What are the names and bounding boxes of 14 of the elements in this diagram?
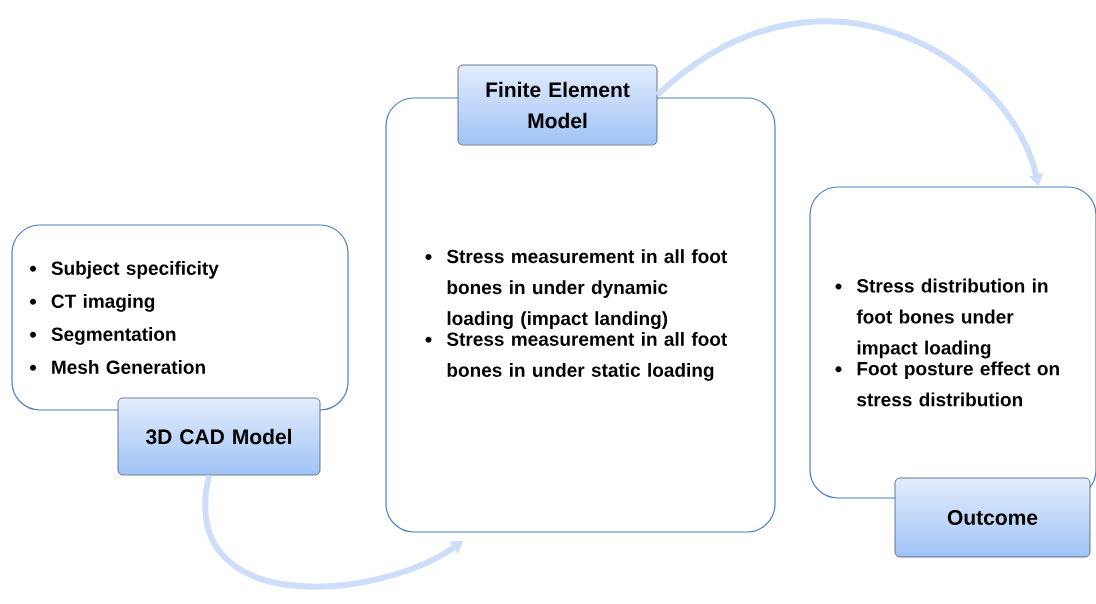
bullet-item: Foot posture effect on stress distribution [835, 361, 1059, 407]
title-tab: 3D CAD Model [117, 397, 321, 476]
bullet-item: Stress measurement in all foot bones in under static loading [425, 332, 727, 381]
title-tab: Finite Element Model [457, 64, 658, 146]
text-panel [809, 186, 1096, 499]
bullet-item: Stress distribution in foot bones under impact loading [835, 278, 1048, 359]
title-tab: Outcome [894, 477, 1091, 558]
text-panel [385, 97, 776, 533]
bullet-item: Segmentation [30, 327, 176, 345]
text-panel [11, 224, 349, 411]
bullet-item: Subject specificity [30, 261, 219, 279]
bullet-item: CT imaging [30, 294, 155, 312]
bullet-item: Mesh Generation [30, 360, 205, 374]
bullet-item: Stress measurement in all foot bones in under dynamic loading (impact landing) [425, 249, 727, 329]
